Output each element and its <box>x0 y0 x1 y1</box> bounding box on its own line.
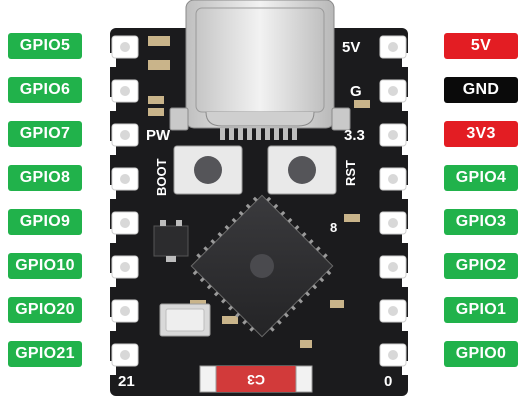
crystal-oscillator <box>159 303 211 337</box>
pin-label-gpio21: GPIO21 <box>8 341 82 367</box>
pin-label-gpio3: GPIO3 <box>444 209 518 235</box>
pin-label-gpio4: GPIO4 <box>444 165 518 191</box>
pin-label-gpio10: GPIO10 <box>8 253 82 279</box>
silk-8: 8 <box>330 220 337 235</box>
pin-label-gpio2: GPIO2 <box>444 253 518 279</box>
silk-21: 21 <box>118 373 135 390</box>
silk-pw: PW <box>146 127 171 144</box>
usb-c-connector <box>169 0 351 140</box>
silk-rst: RST <box>343 160 358 186</box>
pin-label-gpio0: GPIO0 <box>444 341 518 367</box>
reset-button <box>267 145 337 195</box>
silk-boot: BOOT <box>154 158 169 196</box>
esp32-c3-chip <box>190 194 334 338</box>
pin-label-5v: 5V <box>444 33 518 59</box>
pin-label-gpio5: GPIO5 <box>8 33 82 59</box>
pin-label-gpio7: GPIO7 <box>8 121 82 147</box>
silk-g: G <box>350 83 362 100</box>
pin-label-gnd: GND <box>444 77 518 103</box>
pin-label-gpio6: GPIO6 <box>8 77 82 103</box>
pin-label-gpio9: GPIO9 <box>8 209 82 235</box>
pin-label-gpio1: GPIO1 <box>444 297 518 323</box>
pin-label-3v3: 3V3 <box>444 121 518 147</box>
bottom-capacitor <box>199 365 313 393</box>
silk-3v3: 3.3 <box>344 127 365 144</box>
boot-button <box>173 145 243 195</box>
pin-label-gpio8: GPIO8 <box>8 165 82 191</box>
silk-0: 0 <box>384 373 392 390</box>
voltage-regulator <box>153 220 189 262</box>
pin-label-gpio20: GPIO20 <box>8 297 82 323</box>
silk-5v: 5V <box>342 39 360 56</box>
silk-c3: C3 <box>247 372 265 388</box>
